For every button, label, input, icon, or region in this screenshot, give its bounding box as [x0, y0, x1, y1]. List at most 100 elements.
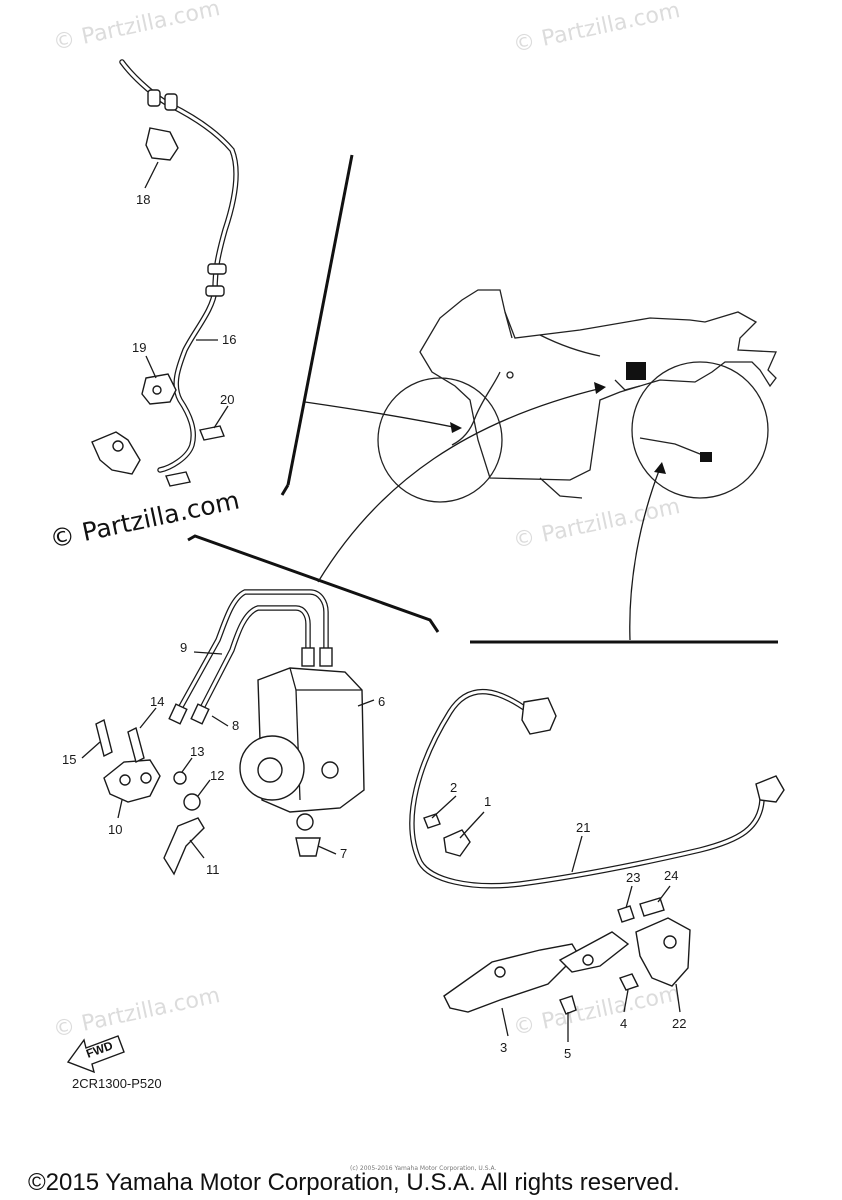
arrow-head — [450, 422, 462, 433]
arrow-front-sensor — [304, 401, 459, 429]
callout-12[interactable]: 12 — [210, 768, 224, 783]
leader-10 — [117, 799, 123, 819]
bolt-15 — [95, 718, 113, 758]
callout-23[interactable]: 23 — [626, 870, 640, 885]
callout-7[interactable]: 7 — [340, 846, 347, 861]
bike-body-outline — [419, 289, 777, 481]
tank-line — [539, 334, 601, 357]
callout-labels: 18 16 19 20 9 6 8 14 15 13 12 10 11 7 2 … — [62, 192, 686, 1061]
sensor-head — [91, 431, 141, 475]
grommet — [164, 93, 178, 111]
abs-bracket — [614, 379, 641, 391]
watermark: © Partzilla.com — [511, 0, 682, 58]
leader-6 — [357, 699, 375, 707]
left-bracket-tail — [280, 484, 290, 496]
arrow-head — [654, 462, 666, 474]
pipe-fitting — [301, 647, 315, 667]
abs-motor-hub — [257, 757, 283, 783]
damper-7 — [295, 837, 321, 857]
callout-9[interactable]: 9 — [180, 640, 187, 655]
sensor-bolt — [165, 471, 191, 487]
leader-12 — [197, 779, 211, 797]
callout-20[interactable]: 20 — [220, 392, 234, 407]
bolt-5 — [559, 995, 577, 1015]
bracket-hole — [494, 966, 506, 978]
bolt-23 — [617, 905, 635, 923]
callout-2[interactable]: 2 — [450, 780, 457, 795]
leader-2 — [431, 795, 457, 819]
callout-14[interactable]: 14 — [150, 694, 164, 709]
leader-11 — [189, 839, 205, 859]
callout-leaders — [81, 161, 681, 1042]
footer-copyright: ©2015 Yamaha Motor Corporation, U.S.A. A… — [28, 1169, 680, 1196]
callout-18[interactable]: 18 — [136, 192, 150, 207]
bracket-hole — [663, 935, 677, 949]
front-sensor-lead — [451, 371, 501, 446]
grommet — [207, 263, 227, 275]
joint-hole — [140, 772, 152, 784]
bracket-11 — [163, 817, 205, 876]
callout-15[interactable]: 15 — [62, 752, 76, 767]
callout-19[interactable]: 19 — [132, 340, 146, 355]
pipe-fitting — [319, 647, 333, 667]
brake-pipe-9-inner — [176, 590, 328, 714]
callout-4[interactable]: 4 — [620, 1016, 627, 1031]
callout-22[interactable]: 22 — [672, 1016, 686, 1031]
nut-13 — [173, 771, 187, 785]
callout-6[interactable]: 6 — [378, 694, 385, 709]
grommet — [205, 285, 225, 297]
watermark: © Partzilla.com — [51, 0, 222, 56]
diagram-code: 2CR1300-P520 — [72, 1076, 162, 1091]
bolt-24 — [639, 897, 665, 917]
callout-5[interactable]: 5 — [564, 1046, 571, 1061]
arrow-abs-unit — [317, 387, 603, 583]
rear-sensor-head — [755, 775, 785, 803]
rear-sensor-lead — [639, 437, 706, 457]
abs-unit-marker — [626, 362, 646, 380]
callout-3[interactable]: 3 — [500, 1040, 507, 1055]
rear-sensor-lead-21 — [409, 688, 765, 889]
leader-7 — [317, 845, 337, 855]
callout-8[interactable]: 8 — [232, 718, 239, 733]
bracket-plate — [558, 931, 630, 973]
callout-1[interactable]: 1 — [484, 794, 491, 809]
leader-3 — [501, 1007, 509, 1037]
watermark: © Partzilla.com — [51, 983, 222, 1043]
leader-22 — [675, 983, 681, 1013]
rear-sensor-assembly — [409, 688, 785, 1015]
front-wheel — [377, 377, 503, 503]
callout-24[interactable]: 24 — [664, 868, 678, 883]
leader-8 — [211, 715, 229, 727]
grommet — [147, 89, 161, 107]
abs-port — [321, 761, 339, 779]
callout-10[interactable]: 10 — [108, 822, 122, 837]
watermark: © Partzilla.com — [511, 981, 682, 1041]
rear-sensor-marker — [700, 452, 712, 462]
rear-connector — [521, 697, 557, 735]
front-sensor-assembly — [91, 59, 239, 487]
leader-23 — [625, 885, 633, 909]
pipe-fitting — [168, 703, 188, 725]
joint-hole — [119, 774, 131, 786]
clamp-1 — [443, 829, 471, 857]
leader-arrows — [187, 154, 778, 644]
bolt-2 — [423, 813, 441, 829]
leader-1 — [459, 811, 485, 839]
leader-9 — [193, 651, 223, 655]
brake-pipe-8-inner — [198, 606, 310, 714]
leader-20 — [213, 405, 229, 429]
callout-21[interactable]: 21 — [576, 820, 590, 835]
fwd-arrow: FWD — [66, 1035, 125, 1074]
callout-11[interactable]: 11 — [206, 862, 220, 877]
abs-assembly — [95, 589, 365, 876]
bracket-3 — [443, 943, 579, 1013]
windscreen-line — [504, 311, 513, 339]
left-bracket-line — [286, 154, 354, 486]
motorcycle-outline — [377, 289, 777, 503]
callout-16[interactable]: 16 — [222, 332, 236, 347]
washer-12 — [183, 793, 201, 811]
rear-sensor-lead-inner — [410, 690, 764, 888]
sensor-hole — [112, 440, 124, 452]
callout-13[interactable]: 13 — [190, 744, 204, 759]
front-sensor-clip — [506, 371, 514, 379]
